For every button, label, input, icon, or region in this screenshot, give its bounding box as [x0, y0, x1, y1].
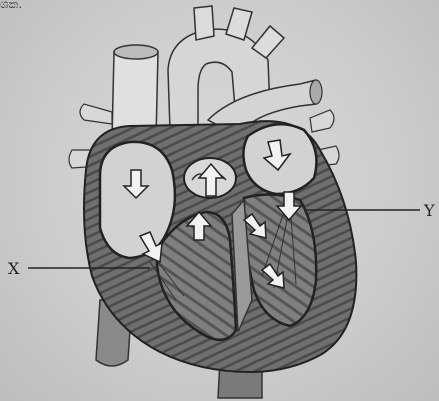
label-y: Y — [424, 201, 435, 220]
label-x: X — [8, 259, 19, 278]
